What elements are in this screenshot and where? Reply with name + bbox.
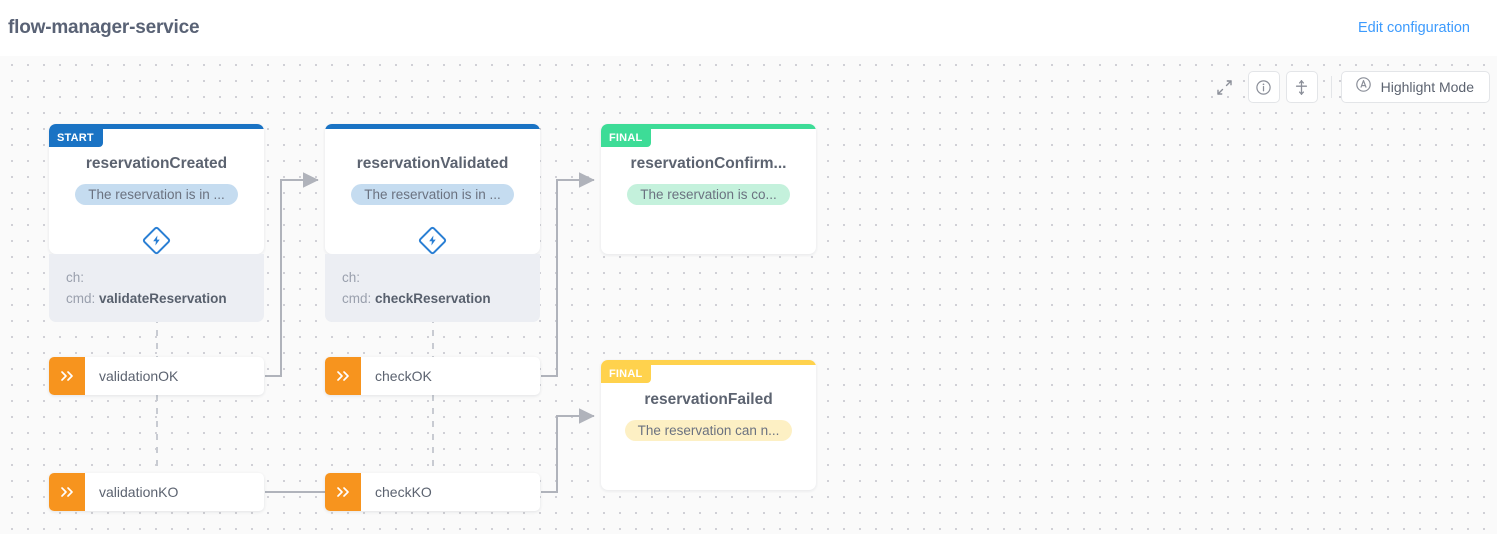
state-badge: FINAL xyxy=(601,365,652,383)
command-channel-row: ch: xyxy=(66,267,264,288)
canvas-toolbar: Highlight Mode xyxy=(1208,71,1490,103)
expand-arrows-icon[interactable] xyxy=(1208,71,1242,103)
state-top-bar xyxy=(601,124,816,129)
state-command-block: ch: cmd: checkReservation xyxy=(325,254,540,322)
state-name: reservationConfirm... xyxy=(630,155,787,172)
event-node-validationKO[interactable]: validationKO xyxy=(49,473,264,511)
double-chevron-right-icon xyxy=(49,357,85,395)
state-node-reservationConfirmed[interactable]: FINAL reservationConfirm... The reservat… xyxy=(601,124,816,254)
state-body: reservationConfirm... The reservation is… xyxy=(601,129,816,254)
state-spacer xyxy=(611,210,806,244)
command-cmd-label: cmd: xyxy=(66,291,96,306)
command-channel-row: ch: xyxy=(342,267,540,288)
event-label: validationOK xyxy=(99,368,179,384)
state-card[interactable]: FINAL reservationConfirm... The reservat… xyxy=(601,124,816,254)
state-name: reservationFailed xyxy=(644,391,773,408)
info-circle-icon[interactable] xyxy=(1247,71,1280,103)
state-body: reservationFailed The reservation can n.… xyxy=(601,365,816,490)
double-chevron-right-icon xyxy=(325,357,361,395)
state-description: The reservation is in ... xyxy=(351,184,514,205)
fit-vertical-icon[interactable] xyxy=(1285,71,1318,103)
event-label: checkOK xyxy=(375,368,432,384)
command-diamond-icon[interactable] xyxy=(417,225,448,256)
state-top-bar xyxy=(601,360,816,365)
flow-canvas[interactable]: Highlight Mode START reservationCreated xyxy=(0,56,1497,534)
page-title: flow-manager-service xyxy=(8,17,200,38)
event-node-checkKO[interactable]: checkKO xyxy=(325,473,540,511)
state-card[interactable]: FINAL reservationFailed The reservation … xyxy=(601,360,816,490)
command-diamond-icon[interactable] xyxy=(141,225,172,256)
double-chevron-right-icon xyxy=(325,473,361,511)
state-node-reservationValidated[interactable]: reservationValidated The reservation is … xyxy=(325,124,540,322)
event-node-checkOK[interactable]: checkOK xyxy=(325,357,540,395)
event-label: checkKO xyxy=(375,484,432,500)
highlight-marker-icon xyxy=(1355,76,1372,98)
state-body: reservationValidated The reservation is … xyxy=(325,129,540,254)
toolbar-divider xyxy=(1330,76,1332,98)
event-label: validationKO xyxy=(99,484,179,500)
state-card[interactable]: START reservationCreated The reservation… xyxy=(49,124,264,254)
command-channel-label: ch: xyxy=(66,270,85,285)
state-spacer xyxy=(611,446,806,480)
state-top-bar xyxy=(49,124,264,129)
double-chevron-right-icon xyxy=(49,473,85,511)
edit-configuration-link[interactable]: Edit configuration xyxy=(1357,20,1470,36)
command-channel-label: ch: xyxy=(342,270,361,285)
state-node-reservationFailed[interactable]: FINAL reservationFailed The reservation … xyxy=(601,360,816,490)
event-node-validationOK[interactable]: validationOK xyxy=(49,357,264,395)
state-top-bar xyxy=(325,124,540,129)
command-cmd-value: checkReservation xyxy=(375,291,491,306)
highlight-mode-button[interactable]: Highlight Mode xyxy=(1340,71,1490,103)
command-cmd-row: cmd: validateReservation xyxy=(66,288,264,309)
command-cmd-label: cmd: xyxy=(342,291,372,306)
state-description: The reservation is in ... xyxy=(75,184,238,205)
state-badge: FINAL xyxy=(601,129,652,147)
state-name: reservationCreated xyxy=(85,155,228,172)
state-description: The reservation is co... xyxy=(627,184,790,205)
state-description: The reservation can n... xyxy=(624,420,793,441)
state-command-block: ch: cmd: validateReservation xyxy=(49,254,264,322)
page-header: flow-manager-service Edit configuration xyxy=(0,0,1497,56)
state-node-reservationCreated[interactable]: START reservationCreated The reservation… xyxy=(49,124,264,322)
state-body: reservationCreated The reservation is in… xyxy=(49,129,264,254)
command-cmd-value: validateReservation xyxy=(99,291,227,306)
state-name: reservationValidated xyxy=(356,155,509,172)
state-badge: START xyxy=(49,129,103,147)
highlight-mode-label: Highlight Mode xyxy=(1380,79,1474,95)
command-cmd-row: cmd: checkReservation xyxy=(342,288,540,309)
